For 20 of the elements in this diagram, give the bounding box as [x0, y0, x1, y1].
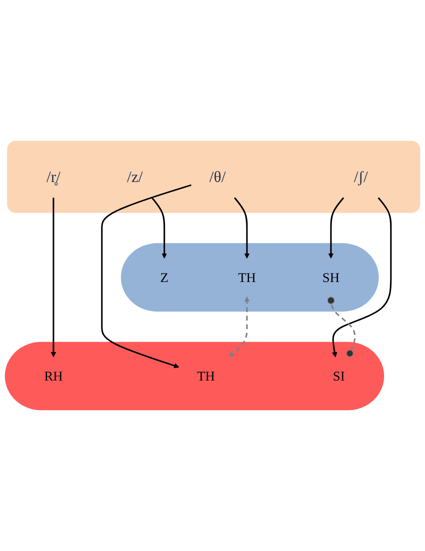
arrow	[151, 197, 167, 258]
node-text: SH	[322, 270, 340, 285]
node-text: SI	[332, 368, 345, 384]
node-text: TH	[238, 270, 256, 285]
connector	[327, 296, 356, 358]
node-text: /z/	[127, 168, 143, 186]
arrow	[101, 184, 192, 368]
arrow	[234, 197, 250, 258]
arrow	[228, 296, 250, 358]
arrow	[332, 197, 392, 358]
node-text: /r̥/	[46, 168, 60, 186]
cluster	[120, 243, 379, 312]
cluster	[7, 140, 420, 213]
node-text: Z	[160, 270, 168, 285]
node-text: /θ/	[209, 168, 226, 186]
arrow	[328, 197, 344, 258]
node-text: RH	[44, 368, 63, 384]
node-text: /ʃ/	[354, 168, 368, 186]
arrow	[50, 198, 56, 358]
node-text: TH	[197, 368, 215, 384]
